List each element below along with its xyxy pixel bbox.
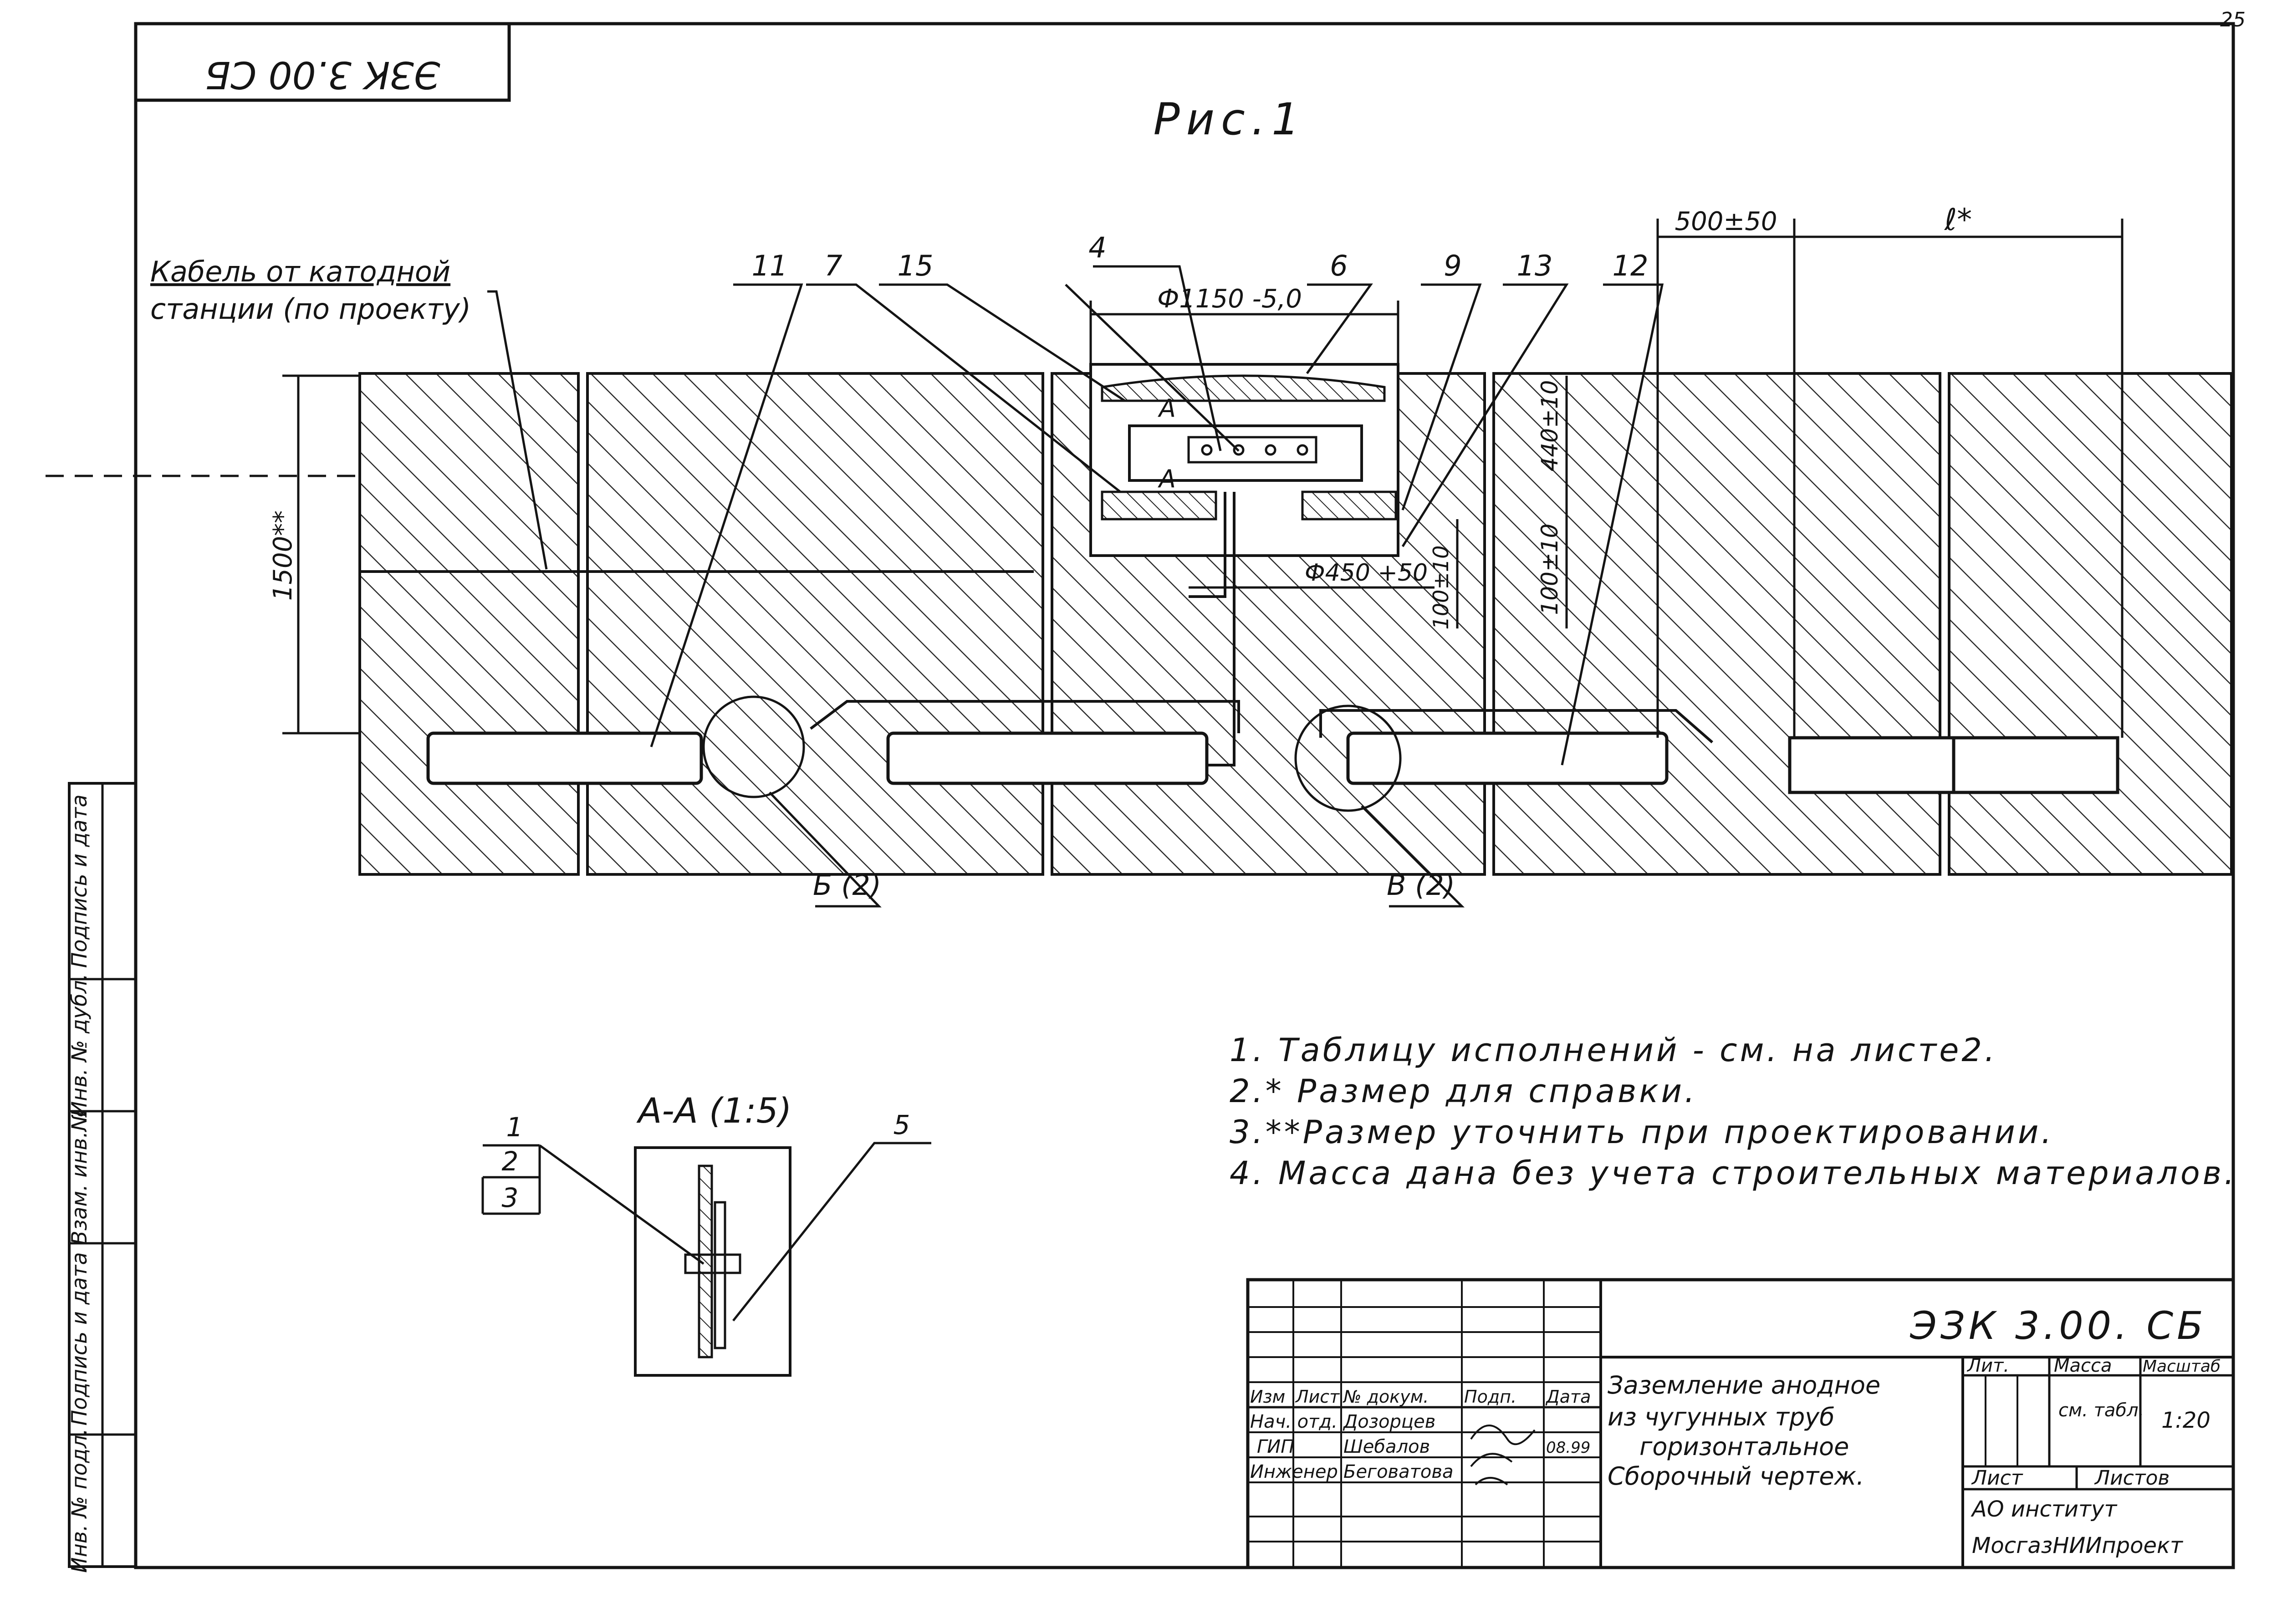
- title-block: [1246, 1278, 2235, 1569]
- row-role-3: Инженер: [1250, 1461, 1338, 1482]
- cable-label-leader: [487, 290, 548, 570]
- figure-title: Рис.1: [1154, 94, 1306, 145]
- dim-440: 440±10: [1537, 380, 1563, 472]
- row-date-2: 08.99: [1546, 1439, 1590, 1457]
- section-mark-a-top: А: [1158, 394, 1176, 423]
- name-line-3: горизонтальное: [1639, 1432, 1849, 1461]
- callout-leaders: [650, 265, 1664, 908]
- anode-pipes: [426, 700, 2119, 794]
- section-view-aa: А-А (1:5): [481, 1090, 931, 1377]
- strip-inv-podl: Инв. № подл.: [67, 1428, 92, 1573]
- callout-7: 7: [824, 249, 842, 282]
- row-name-2: Шебалов: [1343, 1436, 1430, 1457]
- detail-circle-v: [1294, 705, 1402, 812]
- row-role-1: Нач. отд.: [1250, 1411, 1338, 1432]
- name-line-4: Сборочный чертеж.: [1608, 1462, 1864, 1491]
- cover-well: [1089, 363, 1399, 557]
- cable-label-line1: Кабель от катодной: [150, 255, 450, 288]
- section-callout-3: 3: [502, 1182, 519, 1213]
- callout-9: 9: [1444, 249, 1461, 282]
- dim-100-b: 100±10: [1537, 524, 1563, 615]
- section-mark-a-bottom: А: [1158, 465, 1176, 493]
- scale-value: 1:20: [2161, 1408, 2211, 1433]
- sheet-number: 25: [2220, 8, 2246, 31]
- org-line-1: АО институт: [1971, 1496, 2118, 1522]
- section-callout-5: 5: [893, 1109, 910, 1140]
- dimension-lines: [282, 219, 2124, 738]
- mass-value: см. табл.: [2058, 1400, 2144, 1421]
- row-role-2: ГИП: [1257, 1436, 1294, 1457]
- detail-v-label: В (2): [1387, 868, 1455, 902]
- note-3: 3.**Размер уточнить при проектировании.: [1230, 1113, 2054, 1151]
- section-callout-2: 2: [502, 1146, 519, 1177]
- hdr-date: Дата: [1545, 1387, 1591, 1407]
- detail-circle-b: [702, 695, 805, 798]
- dim-depth: 1500**: [268, 511, 298, 601]
- note-4: 4. Масса дана без учета строительных мат…: [1230, 1154, 2237, 1192]
- strip-sign-date-2: Подпись и дата: [67, 794, 92, 968]
- callout-12: 12: [1613, 249, 1649, 282]
- callout-13: 13: [1517, 249, 1553, 282]
- callout-4: 4: [1088, 231, 1106, 264]
- section-title: А-А (1:5): [636, 1090, 791, 1131]
- hdr-list: Лист: [1295, 1387, 1340, 1407]
- name-line-2: из чугунных труб: [1608, 1403, 1835, 1431]
- hdr-doc: № докум.: [1343, 1387, 1429, 1407]
- dim-diameter-inner: Ф450 +50: [1305, 559, 1428, 587]
- doc-code: ЭЗК 3.00. СБ: [1909, 1303, 2207, 1348]
- org-line-2: МосгазНИИпроект: [1972, 1533, 2184, 1558]
- terminal-block: [1187, 436, 1317, 464]
- row-name-3: Беговатова: [1343, 1461, 1453, 1482]
- hdr-izm: Изм: [1250, 1387, 1285, 1407]
- dim-100-a: 100±10: [1429, 546, 1453, 630]
- dim-gap: 500±50: [1675, 207, 1777, 236]
- signature-marks: [1470, 1425, 1536, 1486]
- riser-cable: [1189, 492, 1236, 766]
- hdr-sign: Подп.: [1464, 1387, 1516, 1407]
- callout-6: 6: [1330, 249, 1348, 282]
- row-name-1: Дозорцев: [1343, 1411, 1435, 1432]
- strip-vzam-inv: Взам. инв.№: [67, 1109, 92, 1245]
- terminal-board: [1128, 424, 1363, 482]
- sheet-label: Лист: [1971, 1466, 2023, 1490]
- callout-15: 15: [898, 249, 934, 282]
- note-2: 2.* Размер для справки.: [1230, 1072, 1698, 1110]
- sheets-label: Листов: [2094, 1466, 2170, 1490]
- strip-sign-date-1: Подпись и дата: [67, 1252, 92, 1425]
- col-lit: Лит.: [1966, 1355, 2009, 1376]
- name-line-1: Заземление анодное: [1608, 1371, 1880, 1399]
- dim-diameter-outer: Ф1150 -5,0: [1157, 284, 1302, 314]
- stamp-code: ЭЗК 3.00 СБ: [205, 53, 440, 96]
- note-1: 1. Таблицу исполнений - см. на листе2.: [1230, 1032, 1998, 1069]
- col-mass: Масса: [2054, 1355, 2112, 1376]
- cable-label-line2: станции (по проекту): [150, 292, 471, 326]
- callout-11: 11: [752, 249, 788, 282]
- strip-inv-dubl: Инв. № дубл.: [67, 974, 92, 1117]
- col-scale: Масштаб: [2143, 1357, 2221, 1376]
- section-callout-1: 1: [506, 1112, 523, 1143]
- side-strip: [68, 782, 137, 1568]
- dim-length: ℓ*: [1944, 202, 1972, 237]
- detail-b-label: Б (2): [813, 868, 881, 902]
- stamp-box: [134, 22, 511, 102]
